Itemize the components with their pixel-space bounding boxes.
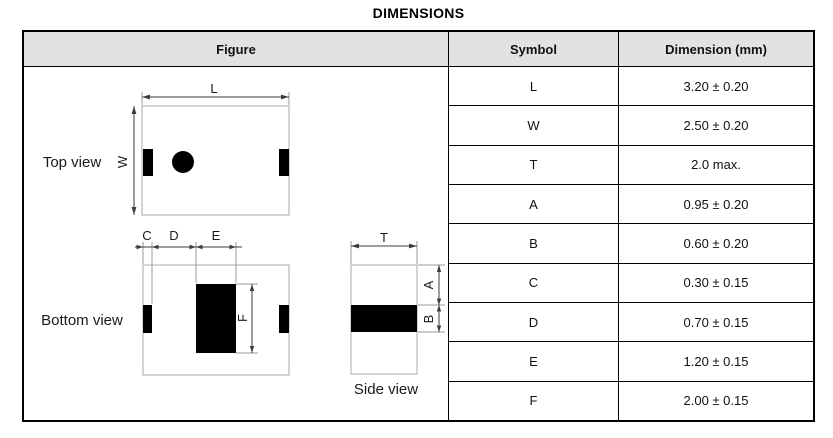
arrowhead xyxy=(152,244,159,250)
dimension-cell: 3.20 ± 0.20 xyxy=(683,78,749,94)
symbol-cell: D xyxy=(449,302,619,342)
top-view: L W Top view xyxy=(43,81,290,216)
table-row: D 0.70 ± 0.15 xyxy=(449,302,813,343)
label-W: W xyxy=(115,155,130,168)
table-row: C 0.30 ± 0.15 xyxy=(449,263,813,303)
dimension-cell: 0.30 ± 0.15 xyxy=(683,275,749,291)
side-view-band xyxy=(351,305,417,332)
dimension-cell: 2.50 ± 0.20 xyxy=(683,117,749,133)
label-A: A xyxy=(421,280,436,289)
label-F: F xyxy=(235,314,250,322)
arrowhead xyxy=(196,244,203,250)
dimension-cell: 0.60 ± 0.20 xyxy=(683,235,749,251)
bottom-view-center-pad xyxy=(196,284,236,353)
arrowhead xyxy=(249,346,255,353)
label-D: D xyxy=(169,228,178,243)
arrowhead xyxy=(281,94,289,100)
label-B: B xyxy=(421,315,436,324)
table-row: A 0.95 ± 0.20 xyxy=(449,184,813,225)
header-figure: Figure xyxy=(24,32,449,66)
table-row: B 0.60 ± 0.20 xyxy=(449,224,813,264)
top-view-label: Top view xyxy=(43,154,102,171)
dimension-cell: 2.0 max. xyxy=(691,157,741,173)
dimension-cell: 0.95 ± 0.20 xyxy=(683,196,749,212)
label-E: E xyxy=(212,228,221,243)
table-body: L W Top view xyxy=(24,67,813,420)
header-dimension: Dimension (mm) xyxy=(665,41,767,57)
arrowhead xyxy=(249,284,255,291)
symbol-cell: T xyxy=(449,145,619,184)
arrowhead xyxy=(142,94,150,100)
table-row: L 3.20 ± 0.20 xyxy=(449,67,813,107)
table-header-row: Figure Symbol Dimension (mm) xyxy=(24,32,813,67)
table-row: E 1.20 ± 0.15 xyxy=(449,342,813,382)
table-row: T 2.0 max. xyxy=(449,145,813,185)
arrowhead xyxy=(131,207,137,215)
dimension-rows: L 3.20 ± 0.20 W 2.50 ± 0.20 T 2.0 max. A… xyxy=(449,67,813,420)
top-view-outline xyxy=(141,105,290,216)
symbol-cell: L xyxy=(449,67,619,106)
table-row: W 2.50 ± 0.20 xyxy=(449,106,813,146)
dimensions-table: Figure Symbol Dimension (mm) xyxy=(22,30,815,422)
figure-cell: L W Top view xyxy=(24,67,449,420)
top-view-marker-dot xyxy=(172,151,194,173)
bottom-view-left-pad xyxy=(143,305,152,333)
label-L: L xyxy=(210,81,217,96)
dimension-cell: 2.00 ± 0.15 xyxy=(683,393,749,409)
arrowhead xyxy=(229,244,236,250)
label-T: T xyxy=(380,230,388,245)
symbol-cell: W xyxy=(449,106,619,145)
arrowhead xyxy=(189,244,196,250)
symbol-cell: C xyxy=(449,263,619,302)
header-symbol: Symbol xyxy=(449,32,619,66)
arrowhead xyxy=(409,243,417,249)
side-view-label: Side view xyxy=(354,381,418,398)
dimension-cell: 1.20 ± 0.15 xyxy=(683,353,749,369)
arrowhead xyxy=(436,305,442,312)
symbol-cell: F xyxy=(449,381,619,420)
bottom-view-right-pad xyxy=(279,305,289,333)
top-view-left-terminal xyxy=(143,149,153,176)
label-C: C xyxy=(142,228,151,243)
bottom-view: C D E F Bottom view xyxy=(41,228,290,376)
bottom-view-label: Bottom view xyxy=(41,312,123,329)
symbol-cell: E xyxy=(449,342,619,381)
dimension-cell: 0.70 ± 0.15 xyxy=(683,314,749,330)
arrowhead xyxy=(351,243,359,249)
table-row: F 2.00 ± 0.15 xyxy=(449,381,813,420)
arrowhead xyxy=(436,325,442,332)
symbol-cell: A xyxy=(449,184,619,224)
page-title: DIMENSIONS xyxy=(372,5,465,21)
arrowhead xyxy=(136,244,143,250)
top-view-right-terminal xyxy=(279,149,289,176)
arrowhead xyxy=(131,106,137,114)
arrowhead xyxy=(436,265,442,272)
arrowhead xyxy=(436,298,442,305)
side-view: T A B Side view xyxy=(350,230,445,398)
package-drawing: L W Top view xyxy=(41,81,445,398)
symbol-cell: B xyxy=(449,224,619,263)
